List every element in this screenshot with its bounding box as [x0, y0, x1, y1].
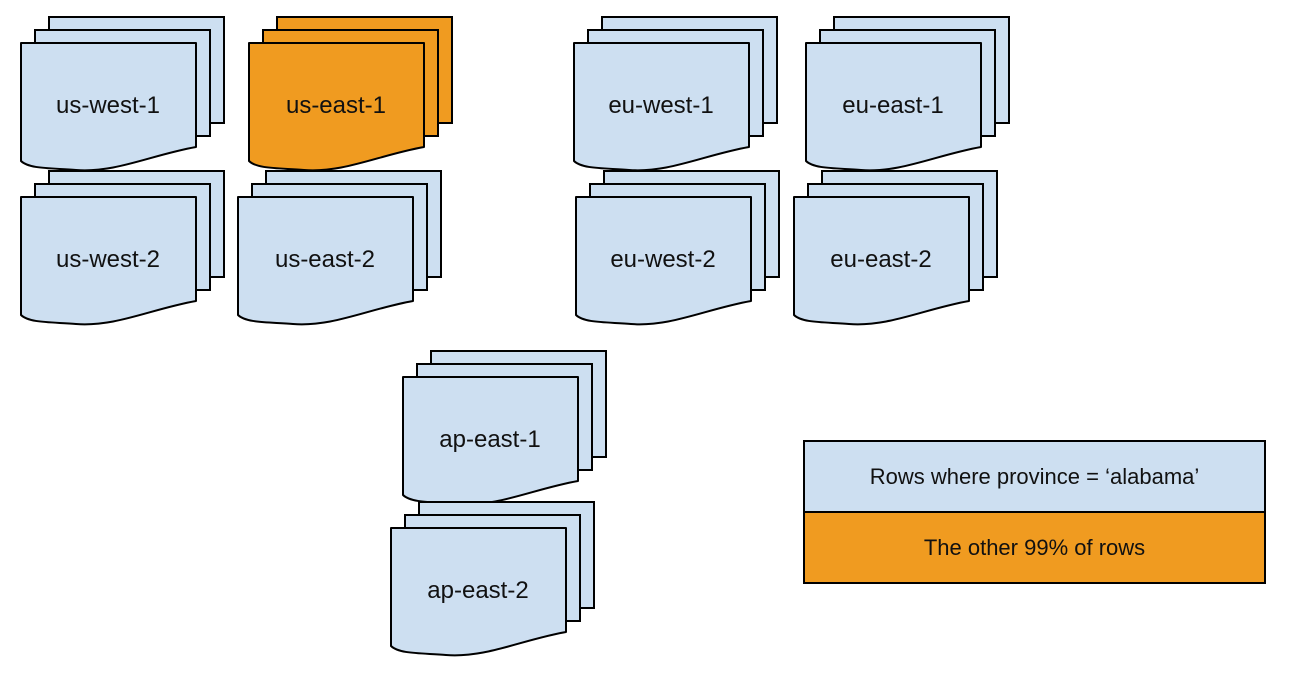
legend: Rows where province = ‘alabama’ The othe…: [803, 440, 1266, 584]
document-stack-eu-west-1: eu-west-1: [573, 16, 779, 174]
document-stack-us-east-1: us-east-1: [248, 16, 454, 174]
document-stack-us-west-1: us-west-1: [20, 16, 226, 174]
document-stack-us-west-2: us-west-2: [20, 170, 226, 328]
region-label: eu-west-2: [610, 246, 715, 273]
document-stack-icon: eu-west-2: [575, 170, 780, 326]
document-stack-icon: us-east-2: [237, 170, 442, 326]
document-stack-ap-east-1: ap-east-1: [402, 350, 608, 508]
document-stack-icon: eu-west-1: [573, 16, 778, 172]
region-label: us-west-1: [56, 92, 160, 119]
region-label: us-west-2: [56, 246, 160, 273]
legend-label-other-rows: The other 99% of rows: [923, 534, 1146, 560]
document-stack-eu-west-2: eu-west-2: [575, 170, 781, 328]
document-stack-ap-east-2: ap-east-2: [390, 501, 596, 659]
region-label: eu-east-1: [842, 92, 943, 119]
legend-item-alabama-rows: Rows where province = ‘alabama’: [805, 442, 1264, 511]
document-stack-icon: us-east-1: [248, 16, 453, 172]
document-stack-icon: ap-east-2: [390, 501, 595, 657]
document-stack-eu-east-2: eu-east-2: [793, 170, 999, 328]
document-stack-us-east-2: us-east-2: [237, 170, 443, 328]
region-label: eu-west-1: [608, 92, 713, 119]
document-stack-icon: eu-east-2: [793, 170, 998, 326]
region-label: ap-east-2: [427, 577, 528, 604]
document-front-page-icon: [793, 196, 970, 326]
document-front-page-icon: [390, 527, 567, 657]
region-label: ap-east-1: [439, 426, 540, 453]
region-label: us-east-1: [286, 92, 386, 119]
region-label: eu-east-2: [830, 246, 931, 273]
document-front-page-icon: [20, 196, 197, 326]
document-stack-eu-east-1: eu-east-1: [805, 16, 1011, 174]
document-front-page-icon: [575, 196, 752, 326]
document-stack-icon: us-west-2: [20, 170, 225, 326]
document-stack-icon: eu-east-1: [805, 16, 1010, 172]
document-front-page-icon: [237, 196, 414, 326]
document-stack-icon: us-west-1: [20, 16, 225, 172]
legend-label-alabama-rows: Rows where province = ‘alabama’: [869, 463, 1200, 489]
region-label: us-east-2: [275, 246, 375, 273]
document-stack-icon: ap-east-1: [402, 350, 607, 506]
legend-item-other-rows: The other 99% of rows: [805, 511, 1264, 582]
